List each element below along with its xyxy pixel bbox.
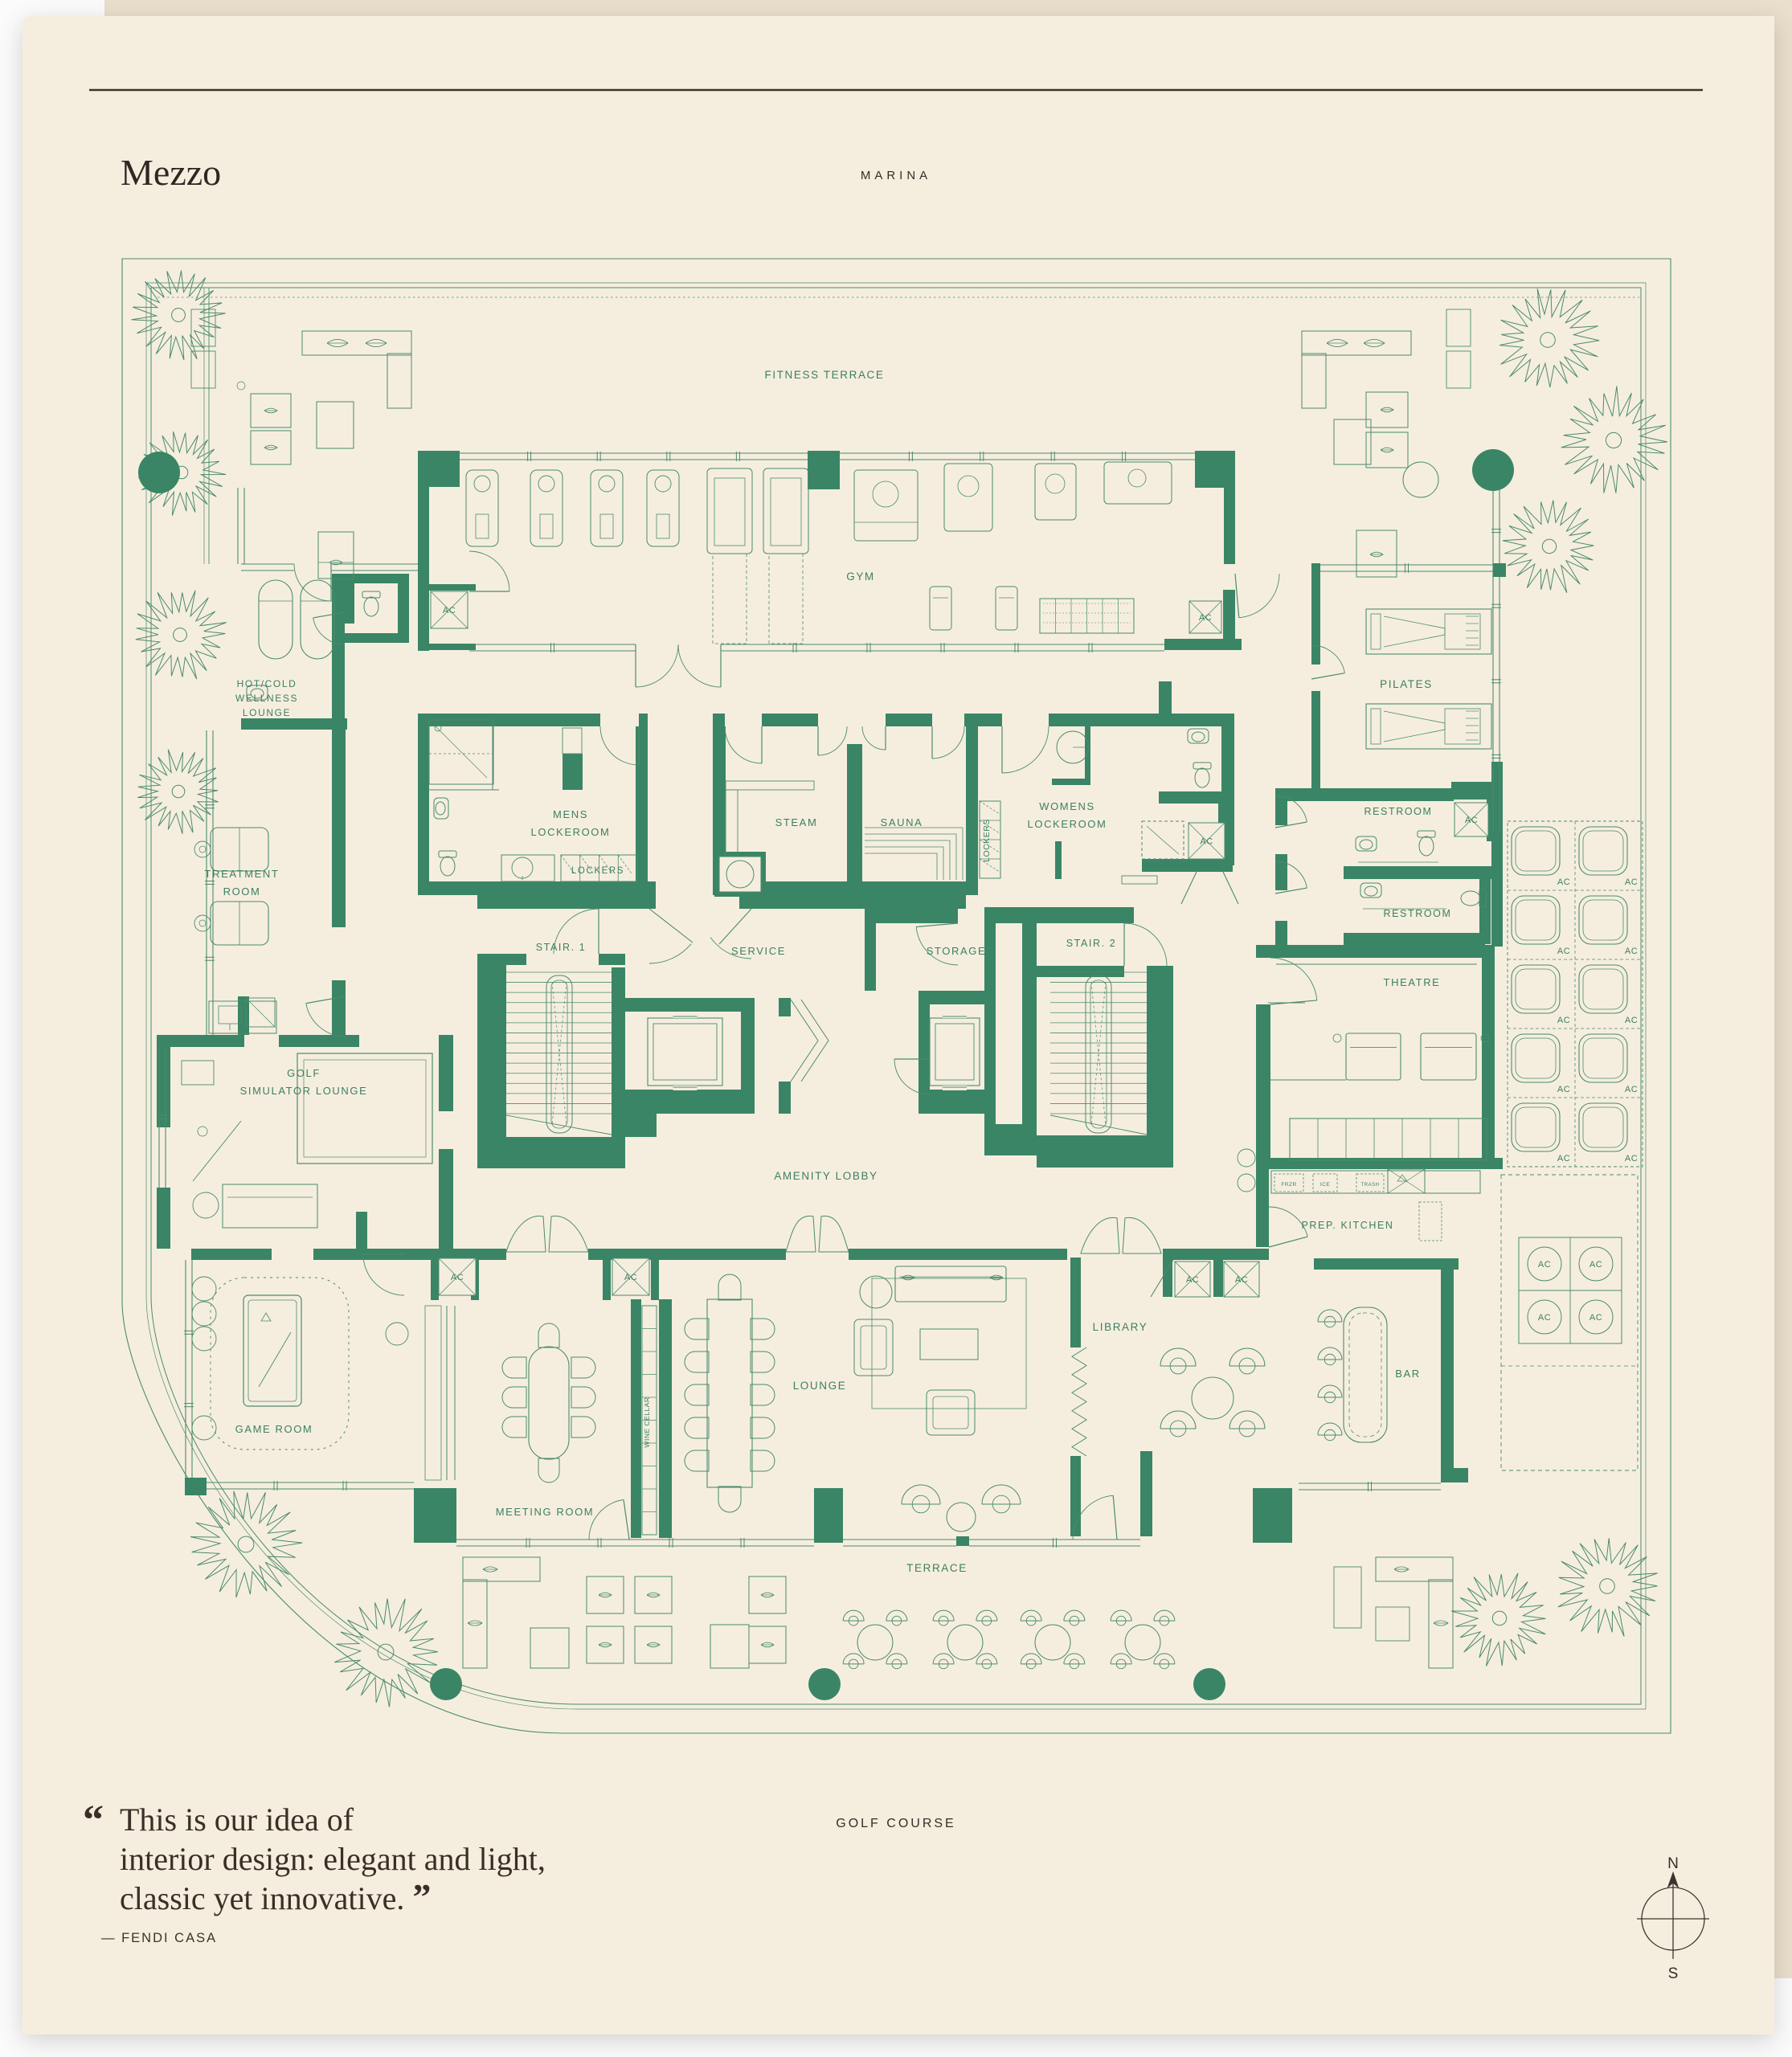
svg-text:AC: AC xyxy=(1625,1016,1638,1025)
svg-text:PREP. KITCHEN: PREP. KITCHEN xyxy=(1301,1220,1393,1231)
svg-text:AC: AC xyxy=(1186,1275,1199,1285)
svg-text:AC: AC xyxy=(1589,1313,1602,1323)
svg-text:AC: AC xyxy=(1625,1085,1638,1094)
svg-text:This is our idea of: This is our idea of xyxy=(120,1801,354,1838)
svg-text:AC: AC xyxy=(1625,947,1638,956)
svg-text:GOLF: GOLF xyxy=(287,1067,321,1079)
svg-text:AC: AC xyxy=(1199,613,1212,623)
svg-text:AMENITY LOBBY: AMENITY LOBBY xyxy=(774,1170,878,1182)
svg-text:MEETING ROOM: MEETING ROOM xyxy=(496,1506,594,1518)
svg-text:N: N xyxy=(1667,1855,1679,1872)
svg-text:LOCKEROOM: LOCKEROOM xyxy=(531,826,611,838)
svg-text:LOUNGE: LOUNGE xyxy=(793,1380,847,1392)
svg-text:SERVICE: SERVICE xyxy=(731,945,786,957)
svg-text:AC: AC xyxy=(1557,1154,1570,1163)
svg-text:SAUNA: SAUNA xyxy=(881,816,923,828)
svg-text:BAR: BAR xyxy=(1395,1368,1421,1380)
svg-text:AC: AC xyxy=(1465,816,1478,825)
svg-text:FITNESS TERRACE: FITNESS TERRACE xyxy=(764,369,884,381)
svg-text:Mezzo: Mezzo xyxy=(121,152,221,193)
svg-text:ROOM: ROOM xyxy=(223,885,261,898)
svg-text:LIBRARY: LIBRARY xyxy=(1093,1321,1148,1333)
svg-text:AC: AC xyxy=(1625,1154,1638,1163)
svg-text:PILATES: PILATES xyxy=(1380,678,1433,690)
svg-text:AC: AC xyxy=(1557,877,1570,887)
svg-text:AC: AC xyxy=(1557,1085,1570,1094)
svg-text:classic yet innovative. ”: classic yet innovative. ” xyxy=(120,1876,431,1917)
svg-text:LOUNGE: LOUNGE xyxy=(243,707,291,718)
svg-text:AC: AC xyxy=(1538,1260,1551,1270)
svg-text:WINE CELLAR: WINE CELLAR xyxy=(643,1397,651,1447)
svg-text:HOT/COLD: HOT/COLD xyxy=(237,678,297,689)
svg-text:RESTROOM: RESTROOM xyxy=(1364,806,1432,817)
svg-text:LOCKERS: LOCKERS xyxy=(571,866,624,876)
svg-text:GAME ROOM: GAME ROOM xyxy=(235,1423,313,1435)
svg-text:WELLNESS: WELLNESS xyxy=(235,693,298,704)
svg-text:AC: AC xyxy=(1557,947,1570,956)
svg-text:LOCKERS: LOCKERS xyxy=(982,819,992,862)
svg-text:LOCKEROOM: LOCKEROOM xyxy=(1028,818,1107,830)
svg-text:AC: AC xyxy=(1589,1260,1602,1270)
svg-text:AC: AC xyxy=(443,606,456,615)
svg-text:TERRACE: TERRACE xyxy=(906,1562,968,1574)
svg-text:SIMULATOR LOUNGE: SIMULATOR LOUNGE xyxy=(240,1085,368,1097)
svg-text:AC: AC xyxy=(1557,1016,1570,1025)
svg-text:MARINA: MARINA xyxy=(861,169,931,182)
svg-text:AC: AC xyxy=(624,1273,637,1282)
svg-text:S: S xyxy=(1668,1965,1679,1982)
svg-text:STAIR. 2: STAIR. 2 xyxy=(1066,938,1117,949)
svg-text:TRASH: TRASH xyxy=(1361,1183,1380,1188)
svg-text:STORAGE: STORAGE xyxy=(927,945,987,957)
svg-text:THEATRE: THEATRE xyxy=(1384,976,1441,988)
svg-text:“: “ xyxy=(83,1797,104,1843)
svg-text:RESTROOM: RESTROOM xyxy=(1383,908,1451,919)
svg-text:— FENDI CASA: — FENDI CASA xyxy=(101,1931,217,1945)
svg-text:AC: AC xyxy=(1200,837,1213,847)
svg-text:MENS: MENS xyxy=(553,808,588,820)
svg-text:AC: AC xyxy=(1625,877,1638,887)
svg-text:interior design: elegant and l: interior design: elegant and light, xyxy=(120,1841,546,1877)
svg-text:STAIR. 1: STAIR. 1 xyxy=(536,942,587,953)
svg-text:STEAM: STEAM xyxy=(775,816,818,828)
svg-text:AC: AC xyxy=(1538,1313,1551,1323)
svg-text:TREATMENT: TREATMENT xyxy=(205,868,280,880)
svg-text:AC: AC xyxy=(1235,1275,1248,1285)
svg-text:GOLF COURSE: GOLF COURSE xyxy=(836,1817,955,1830)
svg-text:WOMENS: WOMENS xyxy=(1039,800,1095,812)
svg-text:FRZR: FRZR xyxy=(1281,1182,1296,1188)
svg-text:ICE: ICE xyxy=(1320,1182,1331,1188)
svg-text:GYM: GYM xyxy=(846,570,875,583)
svg-text:AC: AC xyxy=(451,1273,464,1282)
